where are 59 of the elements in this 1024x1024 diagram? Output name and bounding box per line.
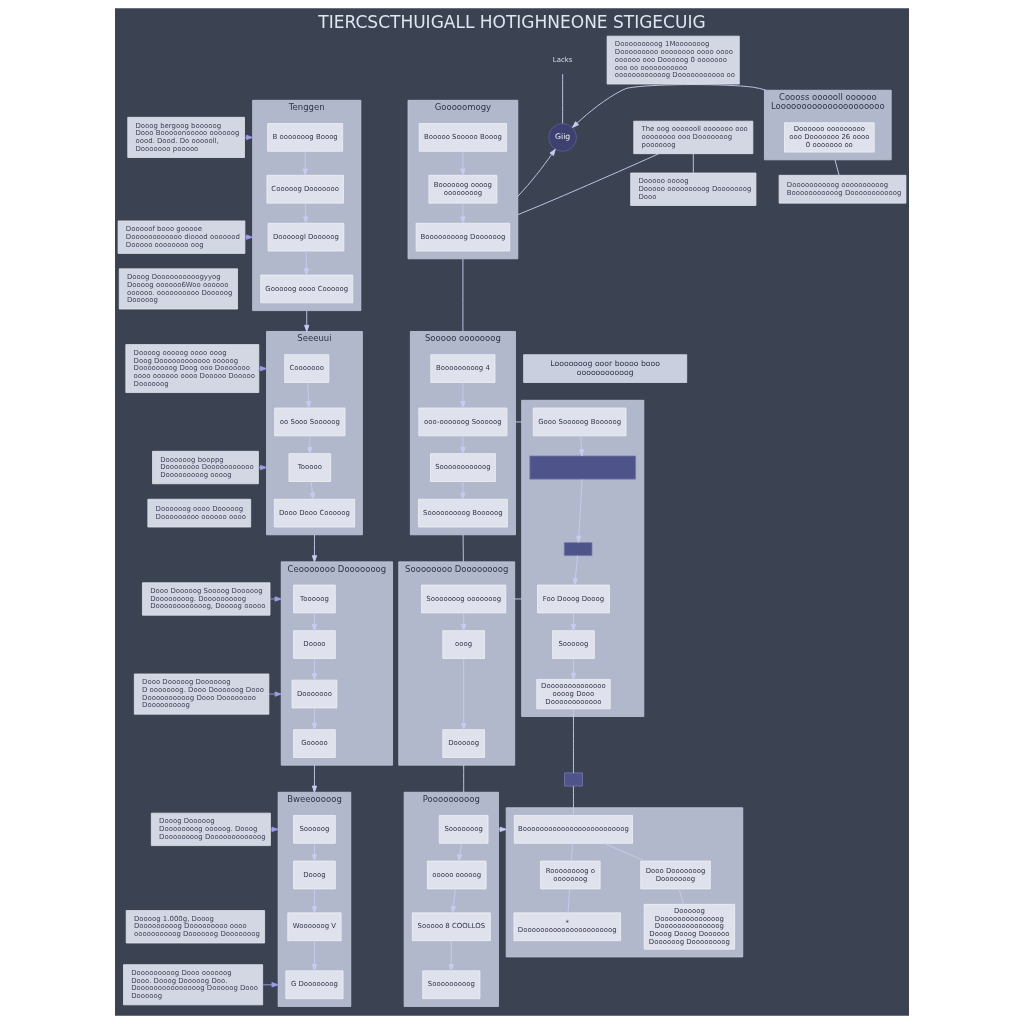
arrow: [461, 658, 467, 731]
arrow: [311, 612, 318, 632]
arrow: [258, 464, 267, 471]
arrow: [460, 382, 466, 409]
arrow: [450, 888, 456, 914]
arrow: [306, 382, 312, 409]
arrow: [302, 150, 308, 176]
cluster: [521, 399, 645, 717]
arrow: [460, 435, 466, 455]
arrow: [461, 612, 467, 632]
arrow: [303, 250, 310, 276]
cluster: [505, 807, 744, 958]
connector: [514, 598, 523, 600]
arrow: [460, 481, 466, 500]
arrow: [460, 202, 466, 224]
connector: [678, 888, 684, 905]
arrow: [262, 982, 279, 988]
connector: [517, 153, 660, 216]
arrow: [309, 481, 316, 500]
arrow: [258, 365, 267, 372]
arrow: [311, 534, 318, 563]
arrow: [303, 202, 309, 224]
connector: [573, 785, 574, 816]
arrow: [244, 134, 254, 141]
arrow: [244, 234, 254, 240]
connector: [573, 708, 574, 774]
connector: [603, 842, 646, 862]
node-box: [563, 542, 593, 557]
arrow: [517, 148, 556, 197]
node-box: Looooooog ooor boooo booo ooooooooooog: [523, 354, 688, 383]
arrow: [311, 888, 318, 914]
arrow: [457, 842, 463, 862]
arrow: [311, 940, 318, 972]
arrow: [311, 707, 318, 730]
connector: [463, 764, 465, 793]
arrow: [304, 310, 310, 332]
arrow: [448, 940, 454, 972]
connector: [462, 258, 464, 332]
arrow: [268, 691, 282, 697]
arrow: [570, 612, 577, 632]
connector: [562, 73, 564, 124]
connector: [515, 421, 523, 423]
arrow: [460, 150, 466, 176]
arrow: [311, 842, 318, 862]
diagram-title: TIERCSCTHUIGALL HOTIGHNEONE STIGECUIG: [318, 12, 706, 33]
arrow: [307, 435, 313, 455]
node-box: [529, 455, 637, 480]
arrow: [269, 596, 282, 602]
arrow: [498, 826, 507, 832]
arrow: [576, 478, 583, 543]
connector: [462, 534, 464, 563]
arrow: [572, 555, 578, 586]
arrow: [578, 435, 585, 457]
connector: [834, 159, 840, 176]
connector: [692, 153, 694, 174]
arrow: [570, 658, 577, 680]
arrow: [311, 764, 318, 793]
arrow: [311, 658, 318, 681]
node-box: [564, 772, 583, 787]
